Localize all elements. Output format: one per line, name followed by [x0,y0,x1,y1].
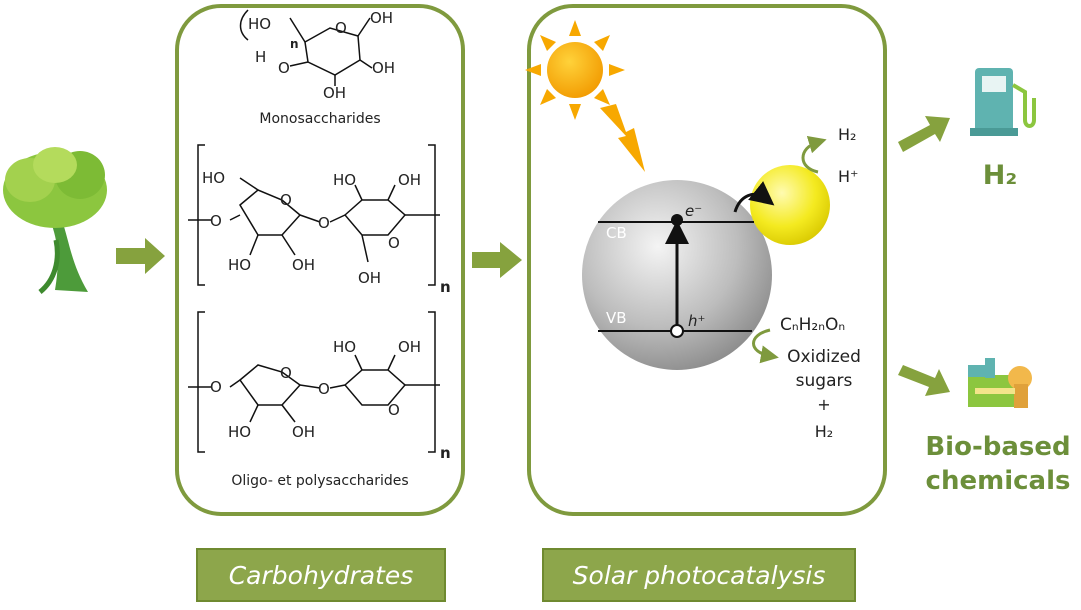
chem-label: OH [398,338,421,356]
chem-label: O [335,19,347,37]
hole-dot [670,324,684,338]
oxidized-sugars-label: Oxidized [787,347,861,367]
h-plus-label: H⁺ [838,167,858,186]
chem-label: n [440,444,451,462]
chem-label: HO [248,15,271,33]
factory-icon [968,358,1032,408]
sugar-formula-label: CₙH₂ₙOₙ [780,315,845,335]
cb-label: CB [606,224,627,242]
chem-label: H [255,48,266,66]
electron-transfer-arrow [733,181,775,213]
oxidized-sugars-label: sugars [796,371,853,391]
chem-label: O [388,401,400,419]
h2-byproduct-label: H₂ [815,422,833,441]
chem-label: OH [292,256,315,274]
chem-label: O [210,378,222,396]
chem-label: HO [333,338,356,356]
polysaccharide-pentose-structure [188,311,440,453]
chem-label: OH [292,423,315,441]
chem-label: OH [358,269,381,287]
chem-label: HO [202,169,225,187]
chem-label: O [210,212,222,230]
monosaccharides-caption: Monosaccharides [259,111,380,127]
reduction-arrow-icon [801,135,827,174]
h2-output-label: H₂ [982,160,1018,191]
chem-label: O [280,191,292,209]
oligo-poly-caption: Oligo- et polysaccharides [231,473,408,489]
oxidation-arrow-icon [752,328,779,364]
chem-label: HO [333,171,356,189]
chem-label: n [440,278,451,296]
arrow-to-h2 [898,116,950,152]
chem-label: OH [372,59,395,77]
chemicals-line1: Bio-based [925,432,1071,462]
monosaccharide-structure [239,9,373,86]
chem-label: O [318,380,330,398]
chem-label: OH [398,171,421,189]
tree-icon [3,147,107,294]
fuel-pump-icon [970,68,1036,136]
sun-icon [525,20,625,120]
carbohydrates-label: Carbohydrates [196,548,446,602]
arrow-tree-to-carbs [116,238,165,274]
photocatalysis-panel [527,4,887,516]
lightning-icon [600,104,645,172]
plus-label: + [817,395,830,414]
chemicals-output-label: Bio-based chemicals [915,430,1081,498]
chem-label: HO [228,256,251,274]
cocatalyst-particle [750,165,830,245]
carbohydrates-panel [175,4,465,516]
chem-label: OH [370,9,393,27]
solar-photocatalysis-label: Solar photocatalysis [542,548,856,602]
arrow-carbs-to-photo [472,242,522,278]
hole-label: h⁺ [688,312,705,330]
chem-label: HO [228,423,251,441]
flow-arrows [116,116,950,396]
chem-label: O [388,234,400,252]
chem-label: n [290,37,299,51]
vb-label: VB [606,309,627,327]
h2-product-label: H₂ [838,125,856,144]
chem-label: O [318,214,330,232]
arrow-to-chemicals [898,365,950,396]
polysaccharide-hexose-structure [188,144,440,286]
chem-label: OH [323,84,346,102]
electron-label: e⁻ [685,202,702,220]
electron-dot [671,214,683,226]
chem-label: O [280,364,292,382]
chem-label: O [278,59,290,77]
chemicals-line2: chemicals [925,466,1071,496]
